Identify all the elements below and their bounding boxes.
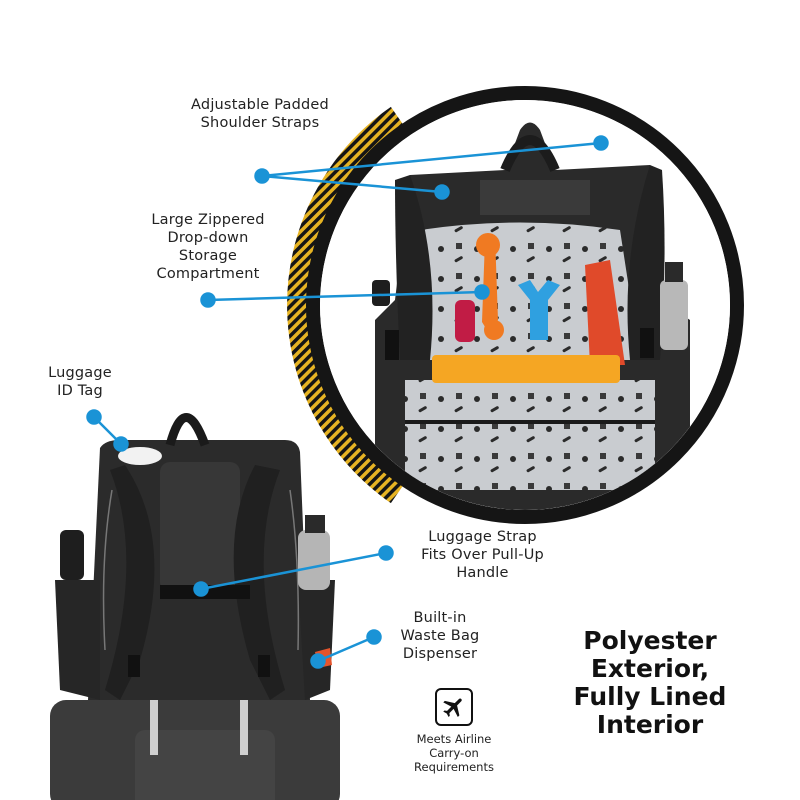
airline-text: Meets Airline Carry-on Requirements <box>395 732 513 774</box>
callout-line: Luggage <box>48 365 112 381</box>
open-backpack-image <box>320 100 730 510</box>
feature-line: Exterior, <box>590 654 710 683</box>
callout-line: Storage <box>178 248 238 264</box>
water-bottle <box>660 280 688 350</box>
callout-line: Dispenser <box>402 646 478 662</box>
backpack-on-luggage-image <box>50 413 340 800</box>
brush-toy <box>455 300 475 342</box>
callout-dot-waste-bag <box>310 653 326 669</box>
luggage-tag <box>118 447 162 465</box>
feature-line: Fully Lined <box>573 682 727 711</box>
callout-line: ID Tag <box>57 383 103 399</box>
striped-arc <box>287 106 410 504</box>
callout-lines <box>86 135 609 669</box>
callout-storage: Large Zippered Drop-down Storage Compart… <box>118 211 298 283</box>
callout-line: Handle <box>456 565 509 581</box>
umbrella <box>60 530 84 580</box>
callout-id-tag: Luggage ID Tag <box>40 364 120 400</box>
callout-line: Luggage Strap <box>428 529 537 545</box>
airline-line: Requirements <box>414 760 494 774</box>
callout-line: Compartment <box>156 266 260 282</box>
bone-toy <box>518 280 560 340</box>
airline-line: Carry-on <box>429 746 479 760</box>
callout-dot-id-tag <box>86 409 102 425</box>
callout-dot-luggage-strap <box>193 581 209 597</box>
callout-line: Shoulder Straps <box>200 115 320 131</box>
callout-line: Large Zippered <box>151 212 265 228</box>
circle-ring <box>306 86 744 524</box>
callout-line: Built-in <box>413 610 467 626</box>
feature-line: Polyester <box>583 626 717 655</box>
airline-badge: Meets Airline Carry-on Requirements <box>395 688 513 774</box>
callout-luggage-strap: Luggage Strap Fits Over Pull-Up Handle <box>395 528 570 582</box>
detail-circle <box>287 86 744 524</box>
callout-line: Adjustable Padded <box>191 97 329 113</box>
callout-shoulder-straps: Adjustable Padded Shoulder Straps <box>150 96 370 132</box>
yellow-toy <box>432 355 620 383</box>
rope-toy <box>482 235 498 335</box>
airline-line: Meets Airline <box>416 732 492 746</box>
airplane-icon <box>435 688 473 726</box>
callout-dot-storage <box>200 292 216 308</box>
callout-waste-bag: Built-in Waste Bag Dispenser <box>385 609 495 663</box>
red-toy <box>585 260 625 365</box>
callout-dot-straps <box>254 168 270 184</box>
callout-line: Fits Over Pull-Up <box>421 547 544 563</box>
callout-line: Drop-down <box>167 230 249 246</box>
side-bottle <box>298 530 330 590</box>
material-feature: Polyester Exterior, Fully Lined Interior <box>560 627 740 739</box>
feature-line: Interior <box>596 710 704 739</box>
callout-line: Waste Bag <box>400 628 480 644</box>
